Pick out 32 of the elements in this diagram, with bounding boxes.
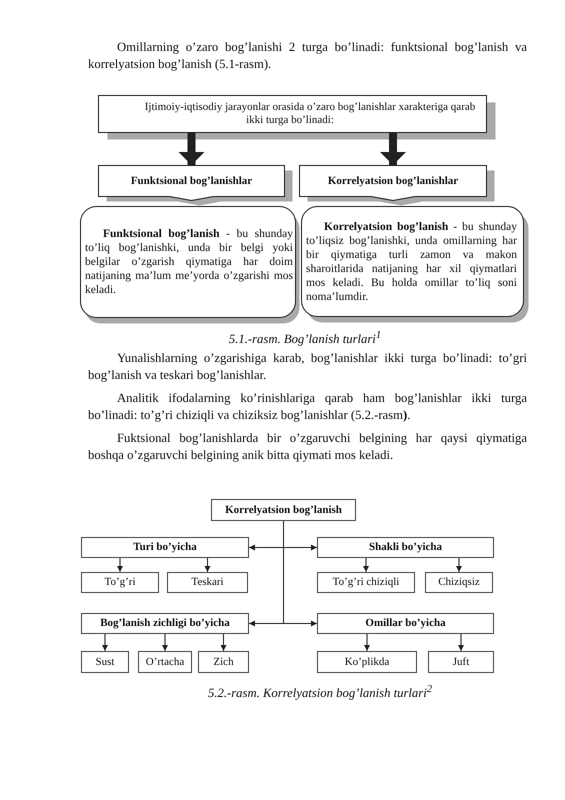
arrow xyxy=(117,558,123,572)
arrow xyxy=(363,558,369,572)
arrow xyxy=(456,558,462,572)
figure-caption: 5.2.-rasm. Korrelyatsion bog’lanish turlari$^{2}$ xyxy=(206,683,434,702)
arrow xyxy=(283,520,318,626)
block-arrow xyxy=(178,133,204,165)
arrow xyxy=(364,634,370,652)
type-box: O’rtacha xyxy=(138,651,192,673)
body-paragraph: Fuktsional bog’lanishlarda bir o’zgaruvchi belgining har qaysi qiymatiga boshqa o’zgaruvchi belgining anik bitta qiymati mos keladi. xyxy=(88,430,527,464)
category-box: Omillar bo’yicha xyxy=(317,613,494,634)
category-box: Shakli bo’yicha xyxy=(317,537,494,558)
block-arrow xyxy=(380,133,406,165)
arrow xyxy=(220,634,226,652)
arrow xyxy=(162,634,168,652)
root-box: Korrelyatsion bog’lanish xyxy=(211,499,356,521)
figure-caption: 5.1.-rasm. Bog’lanish turlari$^{1}$ xyxy=(228,329,382,348)
body-paragraph: Omillarning o’zaro bog’lanishi 2 turga bo’linadi: funktsional bog’lanish va korrelyatsion bog’lanish (5.1-rasm). xyxy=(88,39,527,73)
type-box: Zich xyxy=(198,651,249,673)
category-box: Bog’lanish zichligi bo’yicha xyxy=(81,613,249,634)
arrow xyxy=(102,634,108,652)
type-box: To’g’ri xyxy=(81,572,159,593)
arrow xyxy=(204,558,210,572)
type-box: Ko’plikda xyxy=(317,651,417,673)
body-paragraph: Analitik ifodalarning ko’rinishlariga qarab ham bog’lanishlar ikki turga bo’linadi: to’g’ri chiziqli va chiziksiz bog’lanishlar (5.2.-rasm). xyxy=(88,390,527,424)
arrow xyxy=(458,634,464,652)
body-paragraph: Yunalishlarning o’zgarishiga karab, bog’lanishlar ikki turga bo’linadi: to’gri bog’lanish va teskari bog’lanishlar. xyxy=(88,350,527,384)
category-box: Turi bo’yicha xyxy=(81,537,249,558)
type-box: Teskari xyxy=(167,572,248,593)
type-box: Chiziqsiz xyxy=(425,572,493,593)
type-box: Sust xyxy=(81,651,129,673)
type-box: Juft xyxy=(428,651,494,673)
type-box: To’g’ri chiziqli xyxy=(317,572,415,593)
